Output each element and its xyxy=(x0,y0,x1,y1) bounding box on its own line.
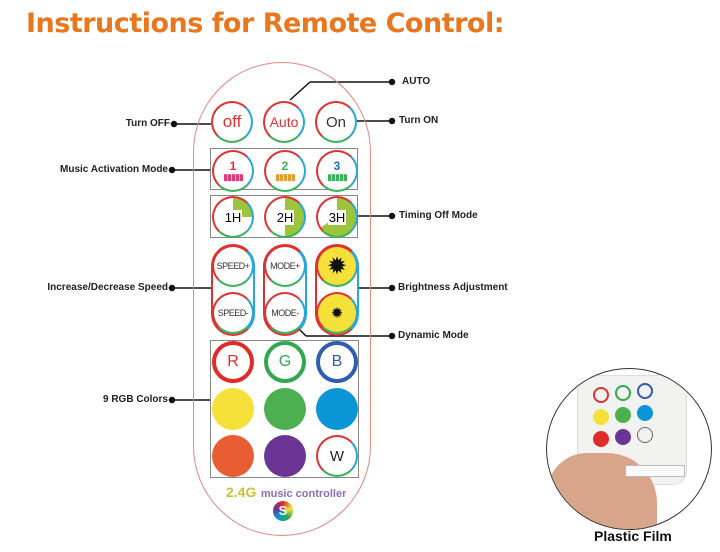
red-button[interactable]: R xyxy=(212,341,254,383)
auto-button[interactable]: Auto xyxy=(263,101,305,143)
speed-up-button[interactable]: SPEED+ xyxy=(212,245,254,287)
music-mode-2-button[interactable]: 2 ▮▮▮▮▮ xyxy=(264,150,306,192)
label-dynamic-mode: Dynamic Mode xyxy=(398,330,469,341)
music-mode-3-button[interactable]: 3 ▮▮▮▮▮ xyxy=(316,150,358,192)
label-brightness: Brightness Adjustment xyxy=(398,282,508,293)
label-turn-on: Turn ON xyxy=(399,115,439,126)
blue-button[interactable]: B xyxy=(316,341,358,383)
label-auto: AUTO xyxy=(402,76,431,87)
page-title: Instructions for Remote Control: xyxy=(26,8,505,39)
brand-text: 2.4G music controller xyxy=(226,484,346,502)
timer-label: 2H xyxy=(275,209,295,225)
label-music-mode: Music Activation Mode xyxy=(60,164,168,175)
timer-1h-button[interactable]: 1H xyxy=(212,196,254,238)
timer-label: 3H xyxy=(327,209,347,225)
brand-name: music controller xyxy=(260,488,347,500)
equalizer-icon: ▮▮▮▮▮ xyxy=(223,171,244,182)
music-mode-1-button[interactable]: 1 ▮▮▮▮▮ xyxy=(212,150,254,192)
white-button[interactable]: W xyxy=(316,435,358,477)
music-mode-number: 2 xyxy=(281,158,289,173)
cyan-button[interactable] xyxy=(316,388,358,430)
mode-up-button[interactable]: MODE+ xyxy=(264,245,306,287)
equalizer-icon: ▮▮▮▮▮ xyxy=(327,171,348,182)
label-timing-off: Timing Off Mode xyxy=(399,210,478,221)
brightness-up-button[interactable]: ✹ xyxy=(316,245,358,287)
music-mode-number: 1 xyxy=(229,158,237,173)
label-turn-off: Turn OFF xyxy=(125,118,170,129)
yellow-button[interactable] xyxy=(212,388,254,430)
sun-large-icon: ✹ xyxy=(326,252,348,280)
label-rgb-colors: 9 RGB Colors xyxy=(102,394,168,405)
on-button[interactable]: On xyxy=(315,101,357,143)
brand-frequency: 2.4G xyxy=(226,484,257,500)
label-speed: Increase/Decrease Speed xyxy=(47,282,168,293)
plastic-film-photo xyxy=(546,368,712,530)
green-light-button[interactable] xyxy=(264,388,306,430)
purple-button[interactable] xyxy=(264,435,306,477)
equalizer-icon: ▮▮▮▮▮ xyxy=(275,171,296,182)
photo-caption: Plastic Film xyxy=(594,528,672,544)
brand-logo-icon: S xyxy=(273,501,293,521)
timer-3h-button[interactable]: 3H xyxy=(316,196,358,238)
mode-down-button[interactable]: MODE- xyxy=(264,292,306,334)
off-button[interactable]: off xyxy=(211,101,253,143)
speed-down-button[interactable]: SPEED- xyxy=(212,292,254,334)
music-mode-number: 3 xyxy=(333,158,341,173)
orange-button[interactable] xyxy=(212,435,254,477)
timer-label: 1H xyxy=(223,209,243,225)
sun-small-icon: ✹ xyxy=(330,305,344,322)
green-button[interactable]: G xyxy=(264,341,306,383)
timer-2h-button[interactable]: 2H xyxy=(264,196,306,238)
brightness-down-button[interactable]: ✹ xyxy=(316,292,358,334)
color-group xyxy=(210,340,359,478)
remote-outline xyxy=(193,62,371,536)
